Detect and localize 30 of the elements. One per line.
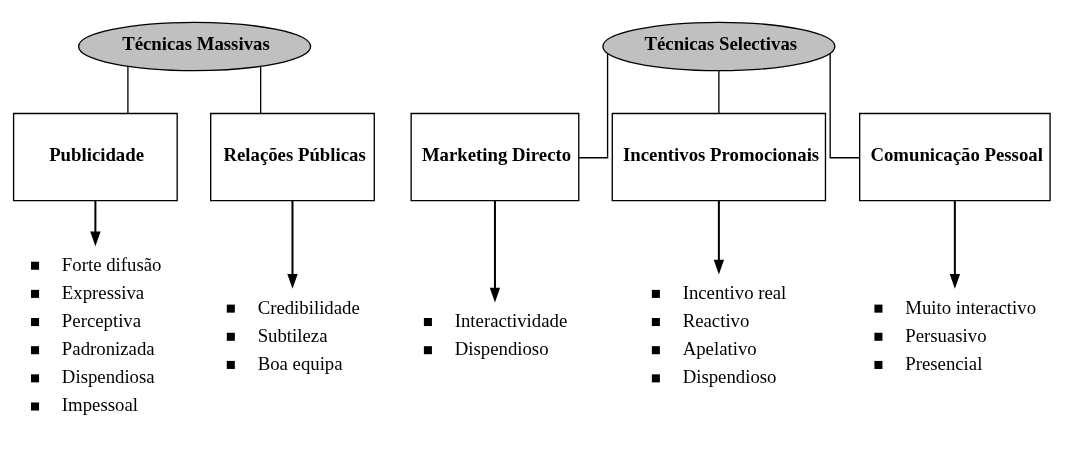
- node-label: Interactividade: [454, 309, 568, 331]
- connector: [259, 65, 262, 114]
- node-box: Publicidade: [12, 112, 178, 201]
- connector: [578, 52, 609, 158]
- node-label: Dispendioso: [682, 365, 777, 387]
- node-ellipse: Técnicas Selectivas: [602, 21, 836, 71]
- connector: [829, 52, 860, 158]
- node-ellipse: Técnicas Massivas: [77, 21, 312, 71]
- node-label: Presencial: [905, 352, 983, 374]
- node-text: Forte difusão Expressiva Perceptiva Padronizada Dispendiosa Impessoal: [61, 253, 162, 415]
- node-label: Dispendioso: [454, 337, 549, 359]
- node-box: Relações Públicas: [210, 112, 375, 201]
- node-label: Incentivo real: [682, 281, 787, 303]
- node-label: Subtileza: [257, 324, 328, 346]
- arrow: [287, 200, 298, 289]
- node-box: Incentivos Promocionais: [611, 112, 827, 201]
- node-label: Credibilidade: [257, 296, 360, 318]
- node-label: Persuasivo: [905, 324, 987, 346]
- arrow: [90, 200, 101, 246]
- node-label: Reactivo: [682, 309, 750, 331]
- arrow: [713, 200, 725, 274]
- node-label: Apelativo: [682, 337, 757, 359]
- node-label: Boa equipa: [257, 352, 343, 374]
- connector: [127, 65, 129, 114]
- node-label: Muito interactivo: [905, 296, 1037, 318]
- arrow: [949, 200, 961, 289]
- node-box: Marketing Directo: [410, 112, 580, 201]
- node-box: Comunicação Pessoal: [859, 112, 1051, 201]
- connector: [718, 69, 720, 114]
- arrow: [489, 200, 501, 302]
